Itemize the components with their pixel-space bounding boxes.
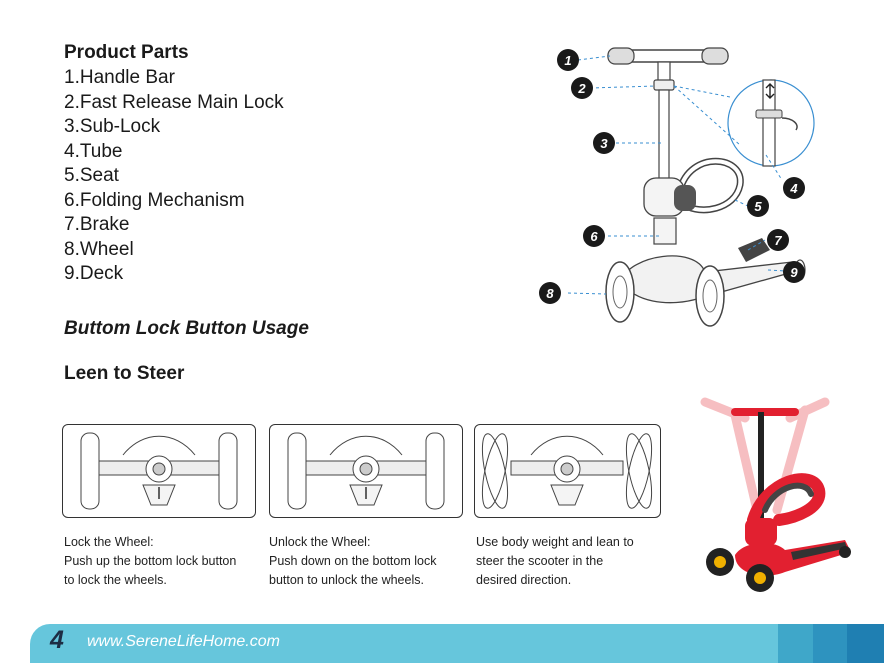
product-parts-title: Product Parts [64,42,189,63]
lock-button-usage-heading: Buttom Lock Button Usage [64,318,309,339]
parts-list-item: 2.Fast Release Main Lock [64,91,284,113]
website-url[interactable]: www.SereneLifeHome.com [87,633,280,650]
parts-list-item: 9.Deck [64,263,124,284]
label-badge-1: 1 [557,49,579,71]
parts-list-item: 8.Wheel [64,238,134,260]
svg-text:5: 5 [754,199,762,214]
unlock-wheel-caption: Unlock the Wheel: Push down on the botto… [269,533,436,590]
caption-line: Unlock the Wheel: [269,535,371,549]
red-scooter-photo [700,397,851,592]
caption-line: steer the scooter in the [476,554,604,568]
svg-text:1: 1 [564,53,571,68]
label-badge-6: 6 [583,225,605,247]
footer-bar: 4 www.SereneLifeHome.com [30,624,884,663]
parts-list-item: 3.Sub-Lock [64,116,161,137]
lean-to-steer-illustration [474,424,661,518]
label-badge-2: 2 [571,77,593,99]
footer-block-mid [813,624,847,663]
wheel-drawing [605,261,635,323]
lock-wheel-caption: Lock the Wheel: Push up the bottom lock … [64,533,236,590]
footer-block-dark [847,624,884,663]
svg-text:6: 6 [590,229,598,244]
caption-line: desired direction. [476,573,572,587]
parts-list-item: 7.Brake [64,214,130,235]
tube-drawing [658,89,670,181]
caption-line: Push up the bottom lock button [64,554,237,568]
caption-line: Lock the Wheel: [64,535,154,549]
label-badge-3: 3 [593,132,615,154]
page-number: 4 [50,626,64,654]
svg-text:8: 8 [546,286,554,301]
lock-wheel-illustration [62,424,256,518]
label-badge-4: 4 [783,177,805,199]
caption-line: Use body weight and lean to [476,535,634,549]
parts-list-item: 5.Seat [64,165,119,186]
lean-steer-caption: Use body weight and lean to steer the sc… [476,533,634,590]
caption-line: button to unlock the wheels. [269,573,424,587]
footer-block-light [778,624,813,663]
unlock-wheel-illustration [269,424,463,518]
svg-text:7: 7 [774,233,782,248]
svg-text:3: 3 [600,136,608,151]
lean-to-steer-heading: Leen to Steer [64,363,185,384]
label-badge-8: 8 [539,282,561,304]
parts-list-item: 6.Folding Mechanism [64,189,245,211]
label-badge-7: 7 [767,229,789,251]
label-badge-5: 5 [747,195,769,217]
svg-text:9: 9 [790,265,798,280]
parts-list: 1.Handle Bar 2.Fast Release Main Lock 3.… [64,66,284,287]
scooter-parts-diagram: 1 2 3 4 5 6 7 8 9 [539,47,815,327]
main-lock-drawing [653,79,675,91]
label-badge-9: 9 [783,261,805,283]
caption-line: Push down on the bottom lock [269,554,437,568]
brake-drawing [738,238,770,262]
svg-text:4: 4 [789,181,798,196]
svg-text:2: 2 [577,81,586,96]
folding-mechanism-drawing [653,217,677,245]
caption-line: to lock the wheels. [64,573,167,587]
parts-list-item: 1.Handle Bar [64,67,175,88]
parts-list-item: 4.Tube [64,140,123,162]
